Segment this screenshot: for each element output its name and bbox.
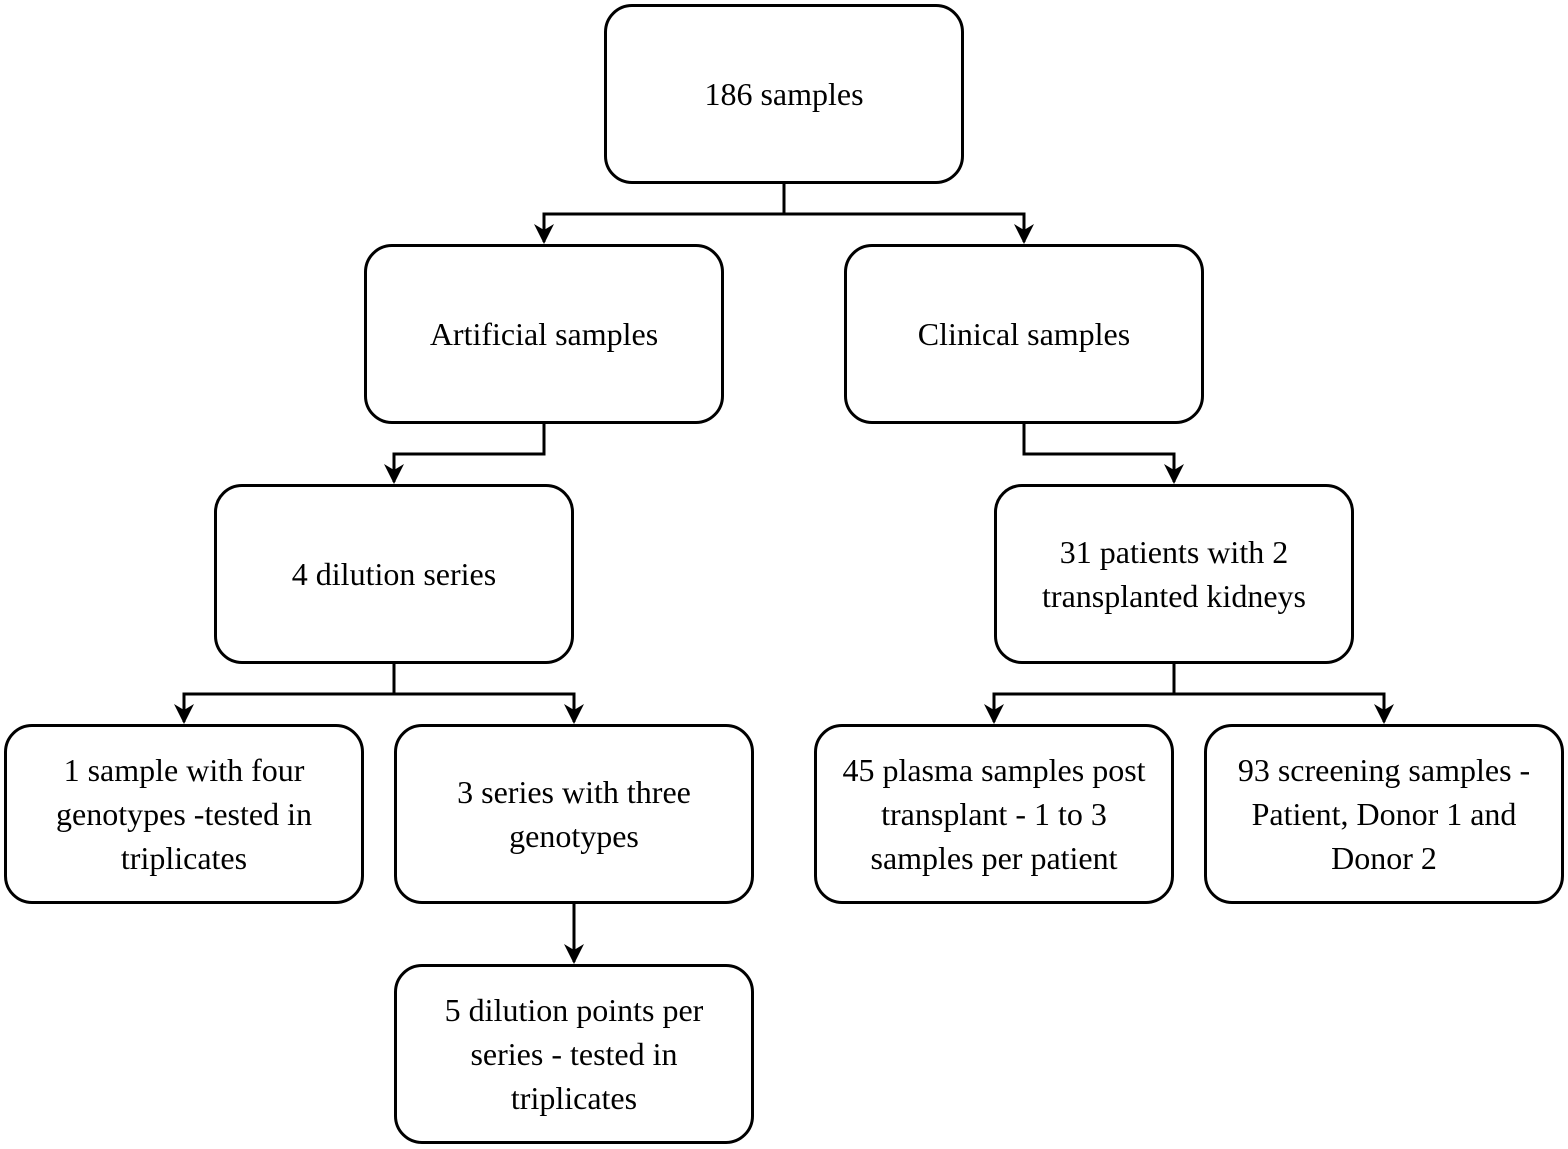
node-dilution-points-label: 5 dilution points per series - tested in… bbox=[444, 992, 704, 1116]
node-screening-samples: 93 screening samples - Patient, Donor 1 … bbox=[1204, 724, 1564, 904]
node-artificial-samples: Artificial samples bbox=[364, 244, 724, 424]
edge-dilution-three-series bbox=[392, 664, 584, 724]
node-dilution-points: 5 dilution points per series - tested in… bbox=[394, 964, 754, 1144]
node-three-series-label: 3 series with three genotypes bbox=[457, 774, 691, 854]
node-screening-samples-label: 93 screening samples - Patient, Donor 1 … bbox=[1237, 752, 1531, 876]
node-clinical-samples-label: Clinical samples bbox=[917, 316, 1131, 352]
node-plasma-samples-label: 45 plasma samples post transplant - 1 to… bbox=[842, 752, 1146, 876]
node-dilution-series-label: 4 dilution series bbox=[291, 556, 497, 592]
edge-root-clinical bbox=[782, 184, 1034, 244]
edge-clinical-patients bbox=[1022, 424, 1184, 484]
node-one-sample: 1 sample with four genotypes -tested in … bbox=[4, 724, 364, 904]
edge-artificial-dilution bbox=[384, 424, 546, 484]
node-dilution-series: 4 dilution series bbox=[214, 484, 574, 664]
node-patients-label: 31 patients with 2 transplanted kidneys bbox=[1042, 534, 1306, 614]
edge-patients-screening bbox=[1172, 664, 1394, 724]
node-patients: 31 patients with 2 transplanted kidneys bbox=[994, 484, 1354, 664]
node-root-label: 186 samples bbox=[704, 76, 864, 112]
node-root: 186 samples bbox=[604, 4, 964, 184]
edge-dilution-one-sample bbox=[174, 664, 396, 724]
node-artificial-samples-label: Artificial samples bbox=[429, 316, 659, 352]
node-clinical-samples: Clinical samples bbox=[844, 244, 1204, 424]
node-one-sample-label: 1 sample with four genotypes -tested in … bbox=[56, 752, 312, 876]
node-plasma-samples: 45 plasma samples post transplant - 1 to… bbox=[814, 724, 1174, 904]
edge-patients-plasma bbox=[984, 664, 1176, 724]
node-three-series: 3 series with three genotypes bbox=[394, 724, 754, 904]
edge-root-artificial bbox=[534, 184, 786, 244]
